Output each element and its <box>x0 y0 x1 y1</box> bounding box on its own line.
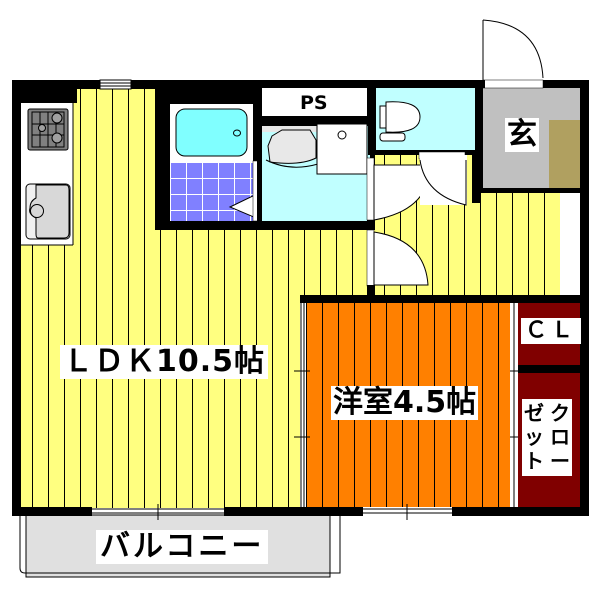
ldk-label: ＬＤＫ10.5帖 <box>60 345 269 379</box>
shoe-cabinet <box>549 120 580 192</box>
closet-char: ロ <box>550 425 570 449</box>
kitchen-sink-icon <box>25 183 71 240</box>
toilet-room <box>368 80 483 160</box>
balcony-label: バルコニー <box>96 530 269 564</box>
closet-char: ー <box>550 449 570 473</box>
pipe-space <box>262 88 367 116</box>
closet-char: ク <box>550 401 570 425</box>
closet-char: ゼ <box>524 401 544 425</box>
closet-large-label: ク ロ ー ゼ ッ ト <box>522 399 572 476</box>
closet-char: ト <box>524 449 544 473</box>
walls <box>12 80 589 516</box>
entrance-door <box>482 19 544 80</box>
hall-doors <box>366 155 480 295</box>
western-room-partition <box>294 303 310 507</box>
closet-char: ッ <box>524 425 544 449</box>
bathroom <box>155 80 262 230</box>
windows <box>92 79 452 520</box>
closet-small-label: ＣＬ <box>521 318 582 344</box>
toilet-icon <box>379 101 421 142</box>
pipe-space-label: PS <box>300 92 328 114</box>
gas-stove-icon <box>27 108 69 151</box>
western-room-label: 洋室4.5帖 <box>331 385 479 420</box>
kitchen-counter <box>20 103 74 246</box>
entrance-label: 玄 <box>505 117 539 152</box>
